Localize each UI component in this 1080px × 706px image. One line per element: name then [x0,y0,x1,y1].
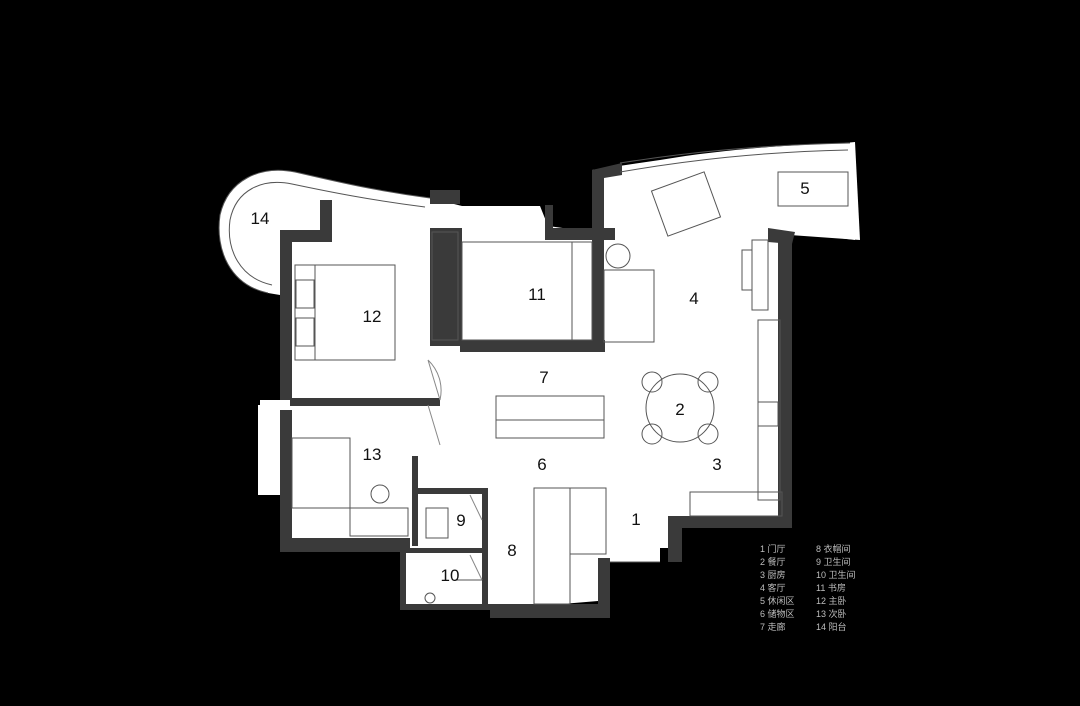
room-labels: 1 2 3 4 5 6 7 8 9 10 11 12 13 14 [251,179,810,585]
wall-13-south [280,538,410,552]
dining-table [645,373,715,443]
corridor-island [495,395,605,439]
bed-13 [291,437,351,509]
door-10 [469,554,483,581]
legend-item-2: 2 餐厅 [760,556,786,567]
legend-item-14: 14 阳台 [816,621,847,632]
living-facade [619,149,849,173]
wall-13-west [280,410,292,550]
wall-bath-divider [418,488,486,494]
wall-12-south [290,398,440,406]
legend-item-8: 8 衣帽间 [816,543,851,554]
wall-11-south [460,340,605,352]
wall-bath-divider2 [406,548,486,553]
legend-item-13: 13 次卧 [816,608,847,619]
room-label-9: 9 [456,511,465,530]
legend: 1 门厅 2 餐厅 3 厨房 4 客厅 5 休闲区 6 储物区 7 走廊 8 衣… [760,543,856,632]
room-label-4: 4 [689,289,698,308]
room-5-daybed [777,171,849,207]
kitchen-counter-south [689,491,783,517]
wall-11-ne [545,228,615,240]
chair-13 [370,484,390,504]
wall-12-north [280,230,330,242]
legend-item-9: 9 卫生间 [816,556,851,567]
toilet-9 [425,507,449,539]
main-floor [260,143,855,610]
legend-item-10: 10 卫生间 [816,569,856,580]
wall-4-west [592,170,604,240]
basin-10 [424,592,436,604]
room-label-10: 10 [441,566,460,585]
nightstand-12a [295,279,315,309]
wall-entry-south2 [490,604,610,618]
sofa [603,269,655,343]
wall-east [778,232,792,522]
room-5-floor [770,142,860,240]
door-9 [469,494,483,521]
room-label-12: 12 [363,307,382,326]
tv-unit [741,249,753,291]
balcony-14-rail [228,182,426,286]
wall-corner-north [430,190,460,204]
walls [280,163,795,618]
room-label-1: 1 [631,510,640,529]
nightstand-12b [295,317,315,347]
study-desk [571,241,593,341]
dining-chair-3 [641,423,663,445]
legend-item-3: 3 厨房 [760,569,786,580]
room-label-7: 7 [539,368,548,387]
wall-12-west [280,230,292,400]
room-label-2: 2 [675,400,684,419]
dining-chair-1 [641,371,663,393]
entry-cabinet-2 [569,487,607,555]
dining-chair-4 [697,423,719,445]
wall-12-north-post [320,200,332,242]
door-13 [427,404,441,446]
wall-entry-south [598,558,610,618]
wall-bath-east [482,488,488,606]
legend-item-7: 7 走廊 [760,621,786,632]
room-label-6: 6 [537,455,546,474]
room-label-5: 5 [800,179,809,198]
legend-item-11: 11 书房 [816,582,846,593]
side-table [605,243,631,269]
bed-12-headboard [294,264,316,361]
room-label-11: 11 [528,285,546,304]
balcony-14-rail-outer [218,169,431,294]
study-shelf [431,231,459,341]
room-label-3: 3 [712,455,721,474]
wall-bath-west [400,548,406,610]
room-label-14: 14 [251,209,270,228]
wall-bath-south [400,604,490,610]
living-facade-outer [619,142,851,164]
legend-item-4: 4 客厅 [760,582,786,593]
wall-11-north [545,205,553,235]
legend-item-6: 6 储物区 [760,608,795,619]
wall-corridor-west [412,456,418,546]
kitchen-sink [757,401,779,427]
lounge-chair [650,171,722,237]
door-12 [427,359,442,401]
wall-11-east [592,240,604,350]
wall-south-kitchen [680,516,792,528]
wall-east-top [768,228,795,244]
wall-south-kitchen-drop [668,516,682,562]
dining-chair-2 [697,371,719,393]
room-label-8: 8 [507,541,516,560]
room-label-13: 13 [363,445,382,464]
furniture [218,142,851,605]
legend-item-1: 1 门厅 [760,543,786,554]
desk-13 [349,507,409,537]
door-swings [427,359,483,581]
floor-area [219,142,860,610]
legend-item-5: 5 休闲区 [760,595,795,606]
wall-11-west [430,228,462,346]
legend-item-12: 12 主卧 [816,595,847,606]
wall-4-nw-corner [592,163,622,178]
